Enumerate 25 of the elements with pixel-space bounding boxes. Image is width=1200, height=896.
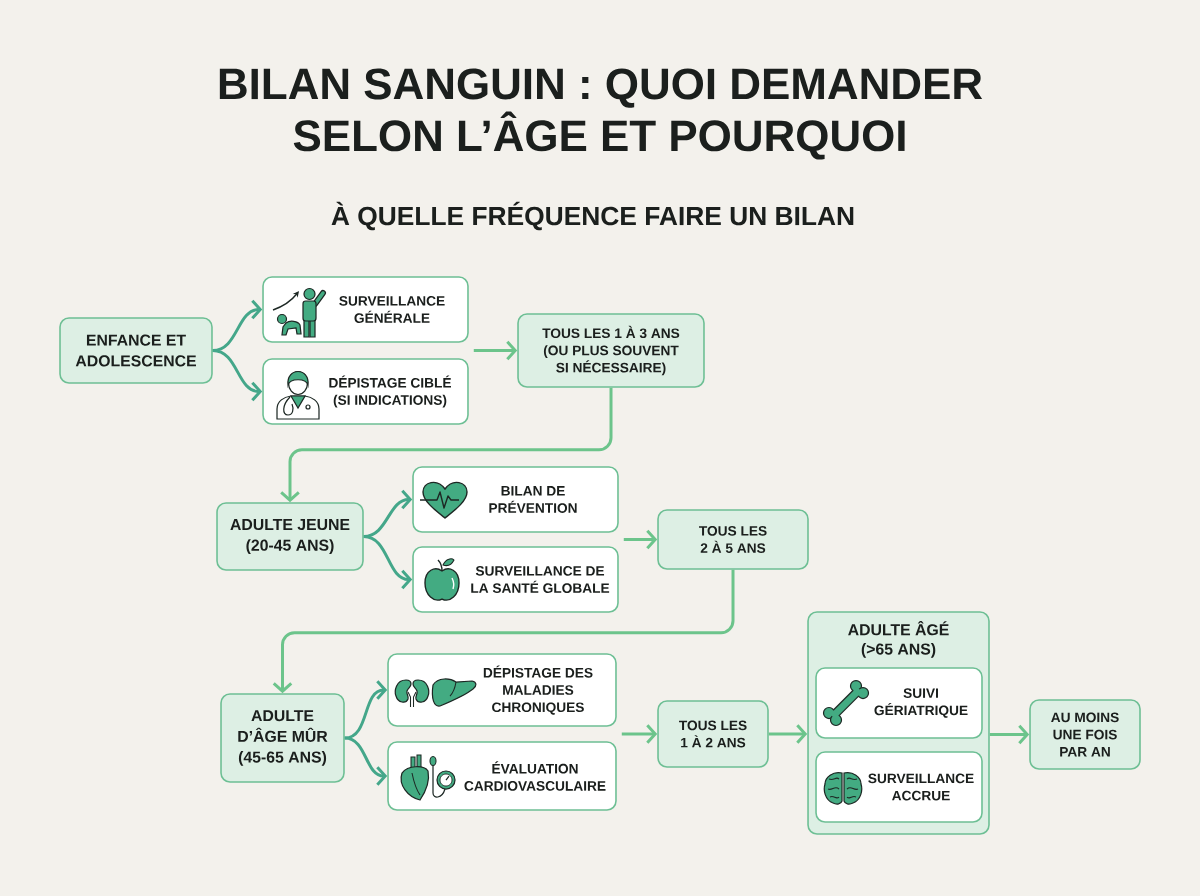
arrow [623,529,658,550]
arrow [363,535,413,590]
activity-box: BILAN DE PRÉVENTION [412,466,619,533]
stage-box: ENFANCE ET ADOLESCENCE [59,317,213,384]
stage-box: ADULTE D’ÂGE MÛR (45-65 ANS) [220,693,345,783]
activity-box: SURVEILLANCE GÉNÉRALE [262,276,469,343]
frequency-box: TOUS LES 2 À 5 ANS [657,509,809,570]
arrow [344,736,388,786]
arrow [344,680,388,740]
stage-box: ADULTE JEUNE (20-45 ANS) [216,502,364,571]
frequency-box: TOUS LES 1 À 2 ANS [657,700,769,768]
arrow [768,724,808,744]
activity-box: SURVEILLANCE ACCRUE [815,751,983,823]
activity-box: SUIVI GÉRIATRIQUE [815,667,983,739]
subtitle: À QUELLE FRÉQUENCE FAIRE UN BILAN [331,201,854,231]
arrow [212,349,263,402]
activity-box: DÉPISTAGE DES MALADIES CHRONIQUES [387,653,617,727]
arrow [989,724,1030,745]
frequency-box: TOUS LES 1 À 3 ANS (OU PLUS SOUVENT SI NÉCESSAIRE) [517,313,705,388]
activity-box: ÉVALUATION CARDIOVASCULAIRE [387,741,617,811]
arrow [280,387,613,503]
arrow [272,569,735,694]
title: BILAN SANGUIN : QUOI DEMANDER SELON L’ÂGE ET POURQUOI [219,68,983,160]
activity-box: SURVEILLANCE DE LA SANTÉ GLOBALE [412,546,619,613]
frequency-box: AU MOINS UNE FOIS PAR AN [1029,699,1141,770]
